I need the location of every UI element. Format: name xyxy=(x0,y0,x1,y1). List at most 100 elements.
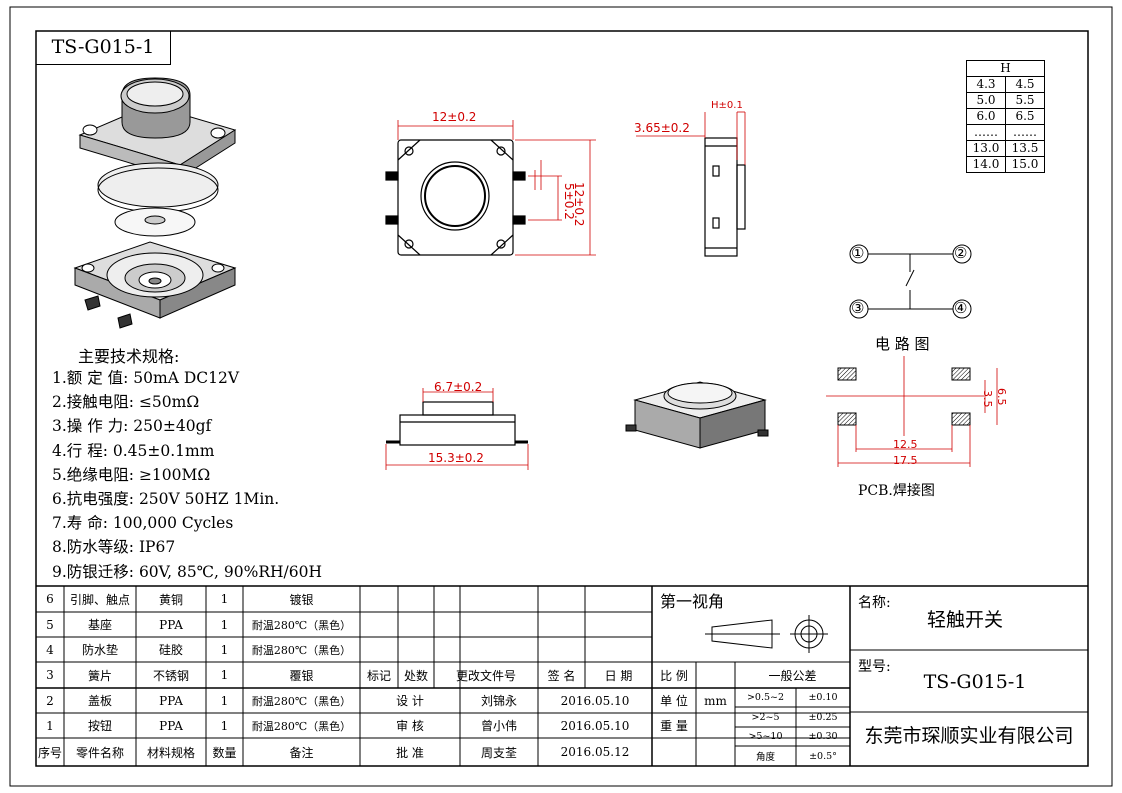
exploded-view xyxy=(73,77,237,329)
bom-material: PPA xyxy=(159,693,183,708)
pin-4: ④ xyxy=(954,299,968,317)
approval-date: 2016.05.10 xyxy=(560,693,630,708)
tolerance-value: ±0.10 xyxy=(808,692,838,703)
bom-qty: 1 xyxy=(220,718,229,733)
bom-name: 簧片 xyxy=(87,668,112,683)
bom-no: 5 xyxy=(46,617,54,632)
dim-side-h: H±0.1 xyxy=(711,100,743,111)
bom-qty: 1 xyxy=(220,592,229,606)
tolerance-value: ±0.30 xyxy=(808,731,838,742)
drawing-number: TS-G015-1 xyxy=(36,31,171,65)
spec-item: 2.接触电阻: ≤50mΩ xyxy=(52,393,200,412)
bom-note: 镀银 xyxy=(289,592,314,607)
tolerance-value: ±0.25 xyxy=(808,711,838,723)
height-cell: 4.3 xyxy=(966,76,1006,93)
bom-note: 耐温280℃（黑色） xyxy=(251,643,352,657)
tolerance-range: 角度 xyxy=(755,752,775,763)
model-value: TS-G015-1 xyxy=(923,671,1027,693)
bom-material: 不锈钢 xyxy=(152,668,189,683)
circuit-label: 电 路 图 xyxy=(875,335,930,353)
bom-note: 耐温280℃（黑色） xyxy=(251,694,352,708)
bom-no: 4 xyxy=(46,642,54,657)
bom-header-note: 备注 xyxy=(289,745,314,760)
spec-item: 1.额 定 值: 50mA DC12V xyxy=(52,369,240,387)
title-block-grid xyxy=(36,585,1088,766)
approval-date: 2016.05.12 xyxy=(560,745,630,759)
unit-value: mm xyxy=(704,693,727,708)
bom-material: 黄铜 xyxy=(158,592,183,607)
top-view xyxy=(385,139,526,256)
projection-label: 第一视角 xyxy=(660,592,725,611)
dim-side-depth: 3.65±0.2 xyxy=(634,121,690,135)
bom-header-qty: 数量 xyxy=(212,745,237,760)
bom-header-name: 零件名称 xyxy=(75,745,124,760)
approval-name: 刘锦永 xyxy=(480,694,517,708)
approval-date: 2016.05.10 xyxy=(560,718,630,733)
approval-name: 周支荃 xyxy=(480,745,517,760)
unit-label: 单 位 xyxy=(660,694,688,708)
approval-role: 设 计 xyxy=(396,694,424,708)
top-dims xyxy=(397,120,596,256)
scale-label: 比 例 xyxy=(660,668,688,683)
height-cell: 5.0 xyxy=(966,92,1006,109)
tolerance-title: 一般公差 xyxy=(768,668,817,683)
bom-no: 3 xyxy=(46,668,54,682)
bom-name: 防水垫 xyxy=(81,643,118,657)
height-cell: 4.5 xyxy=(1005,76,1045,93)
tolerance-range: >5~10 xyxy=(748,731,783,742)
approval-name: 曾小伟 xyxy=(480,719,517,733)
pin-1: ① xyxy=(851,244,865,262)
bom-note: 耐温280℃（黑色） xyxy=(251,618,352,632)
bom-name: 按钮 xyxy=(87,719,112,733)
approval-role: 批 准 xyxy=(396,745,424,760)
height-cell: 6.0 xyxy=(966,108,1006,125)
dim-front-cap: 6.7±0.2 xyxy=(434,380,483,394)
bom-header-no: 序号 xyxy=(37,745,62,760)
spec-item: 5.绝缘电阻: ≥100MΩ xyxy=(52,465,211,484)
rev-mark: 标记 xyxy=(366,668,391,683)
assembled-view xyxy=(625,381,769,449)
tolerance-value: ±0.5° xyxy=(809,750,837,762)
rev-date: 日 期 xyxy=(604,668,633,683)
bom-material: PPA xyxy=(159,617,183,632)
bom-header-material: 材料规格 xyxy=(146,745,195,760)
height-table-header: H xyxy=(966,60,1045,77)
height-cell: 15.0 xyxy=(1005,156,1045,173)
bom-name: 引脚、触点 xyxy=(69,592,130,607)
spec-item: 6.抗电强度: 250V 50HZ 1Min. xyxy=(52,489,280,508)
rev-doc: 更改文件号 xyxy=(455,668,516,683)
bom-qty: 1 xyxy=(220,642,229,657)
rev-count: 处数 xyxy=(403,668,428,683)
height-cell: …… xyxy=(1005,124,1045,141)
weight-label: 重 量 xyxy=(660,719,688,733)
tolerance-range: >2~5 xyxy=(751,711,780,723)
bom-qty: 1 xyxy=(220,693,229,708)
company-name: 东莞市琛顺实业有限公司 xyxy=(864,724,1074,747)
front-dims xyxy=(385,388,529,470)
side-view xyxy=(704,137,746,257)
bom-qty: 1 xyxy=(220,668,229,682)
dim-front-len: 15.3±0.2 xyxy=(428,451,484,465)
spec-item: 8.防水等级: IP67 xyxy=(52,538,176,557)
spec-item: 7.寿 命: 100,000 Cycles xyxy=(52,514,234,533)
spec-item: 4.行 程: 0.45±0.1mm xyxy=(52,441,215,460)
height-cell: 13.5 xyxy=(1005,140,1045,157)
side-dims xyxy=(636,111,746,165)
spec-item: 3.操 作 力: 250±40gf xyxy=(52,417,212,436)
dim-pcb-a: 12.5 xyxy=(893,438,918,451)
tolerance-range: >0.5~2 xyxy=(746,692,785,703)
pcb-label: PCB.焊接图 xyxy=(858,483,935,499)
height-cell: 13.0 xyxy=(966,140,1006,157)
pcb-layout xyxy=(826,356,984,436)
dim-pcb-d: 6.5 xyxy=(995,388,1008,406)
height-cell: 14.0 xyxy=(966,156,1006,173)
name-label: 名称: xyxy=(858,595,891,611)
name-value: 轻触开关 xyxy=(926,608,1003,631)
bom-name: 基座 xyxy=(87,618,112,632)
height-cell: 6.5 xyxy=(1005,108,1045,125)
specs-list: 1.额 定 值: 50mA DC12V 2.接触电阻: ≤50mΩ 3.操 作 … xyxy=(52,366,322,584)
model-label: 型号: xyxy=(858,659,891,675)
bom-name: 盖板 xyxy=(87,694,112,708)
front-view xyxy=(386,401,528,446)
